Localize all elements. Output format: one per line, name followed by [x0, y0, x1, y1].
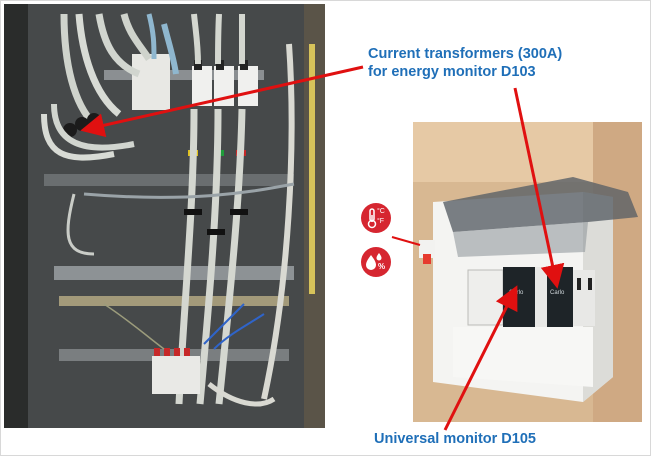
- fahrenheit-label: °F: [377, 218, 385, 225]
- current-transformers-line2: for energy monitor D103: [368, 64, 536, 80]
- electrical-cabinet-photo: [4, 4, 325, 428]
- current-transformers-label: Current transformers (300A) for energy m…: [368, 45, 562, 81]
- universal-monitor-label: Universal monitor D105: [374, 431, 536, 447]
- module-brand-label: Carlo: [509, 290, 524, 296]
- celsius-label: °C: [377, 208, 385, 215]
- module-brand-label-2: Carlo: [550, 290, 565, 296]
- humidity-sensor-icon: %: [361, 247, 391, 277]
- enclosure-photo: Carlo Carlo: [413, 122, 642, 422]
- percent-label: %: [378, 262, 386, 271]
- thermometer-icon: [367, 208, 377, 229]
- water-drops-icon: [366, 253, 382, 270]
- current-transformers-line1: Current transformers (300A): [368, 46, 563, 62]
- temperature-sensor-icon: °C °F: [361, 203, 391, 233]
